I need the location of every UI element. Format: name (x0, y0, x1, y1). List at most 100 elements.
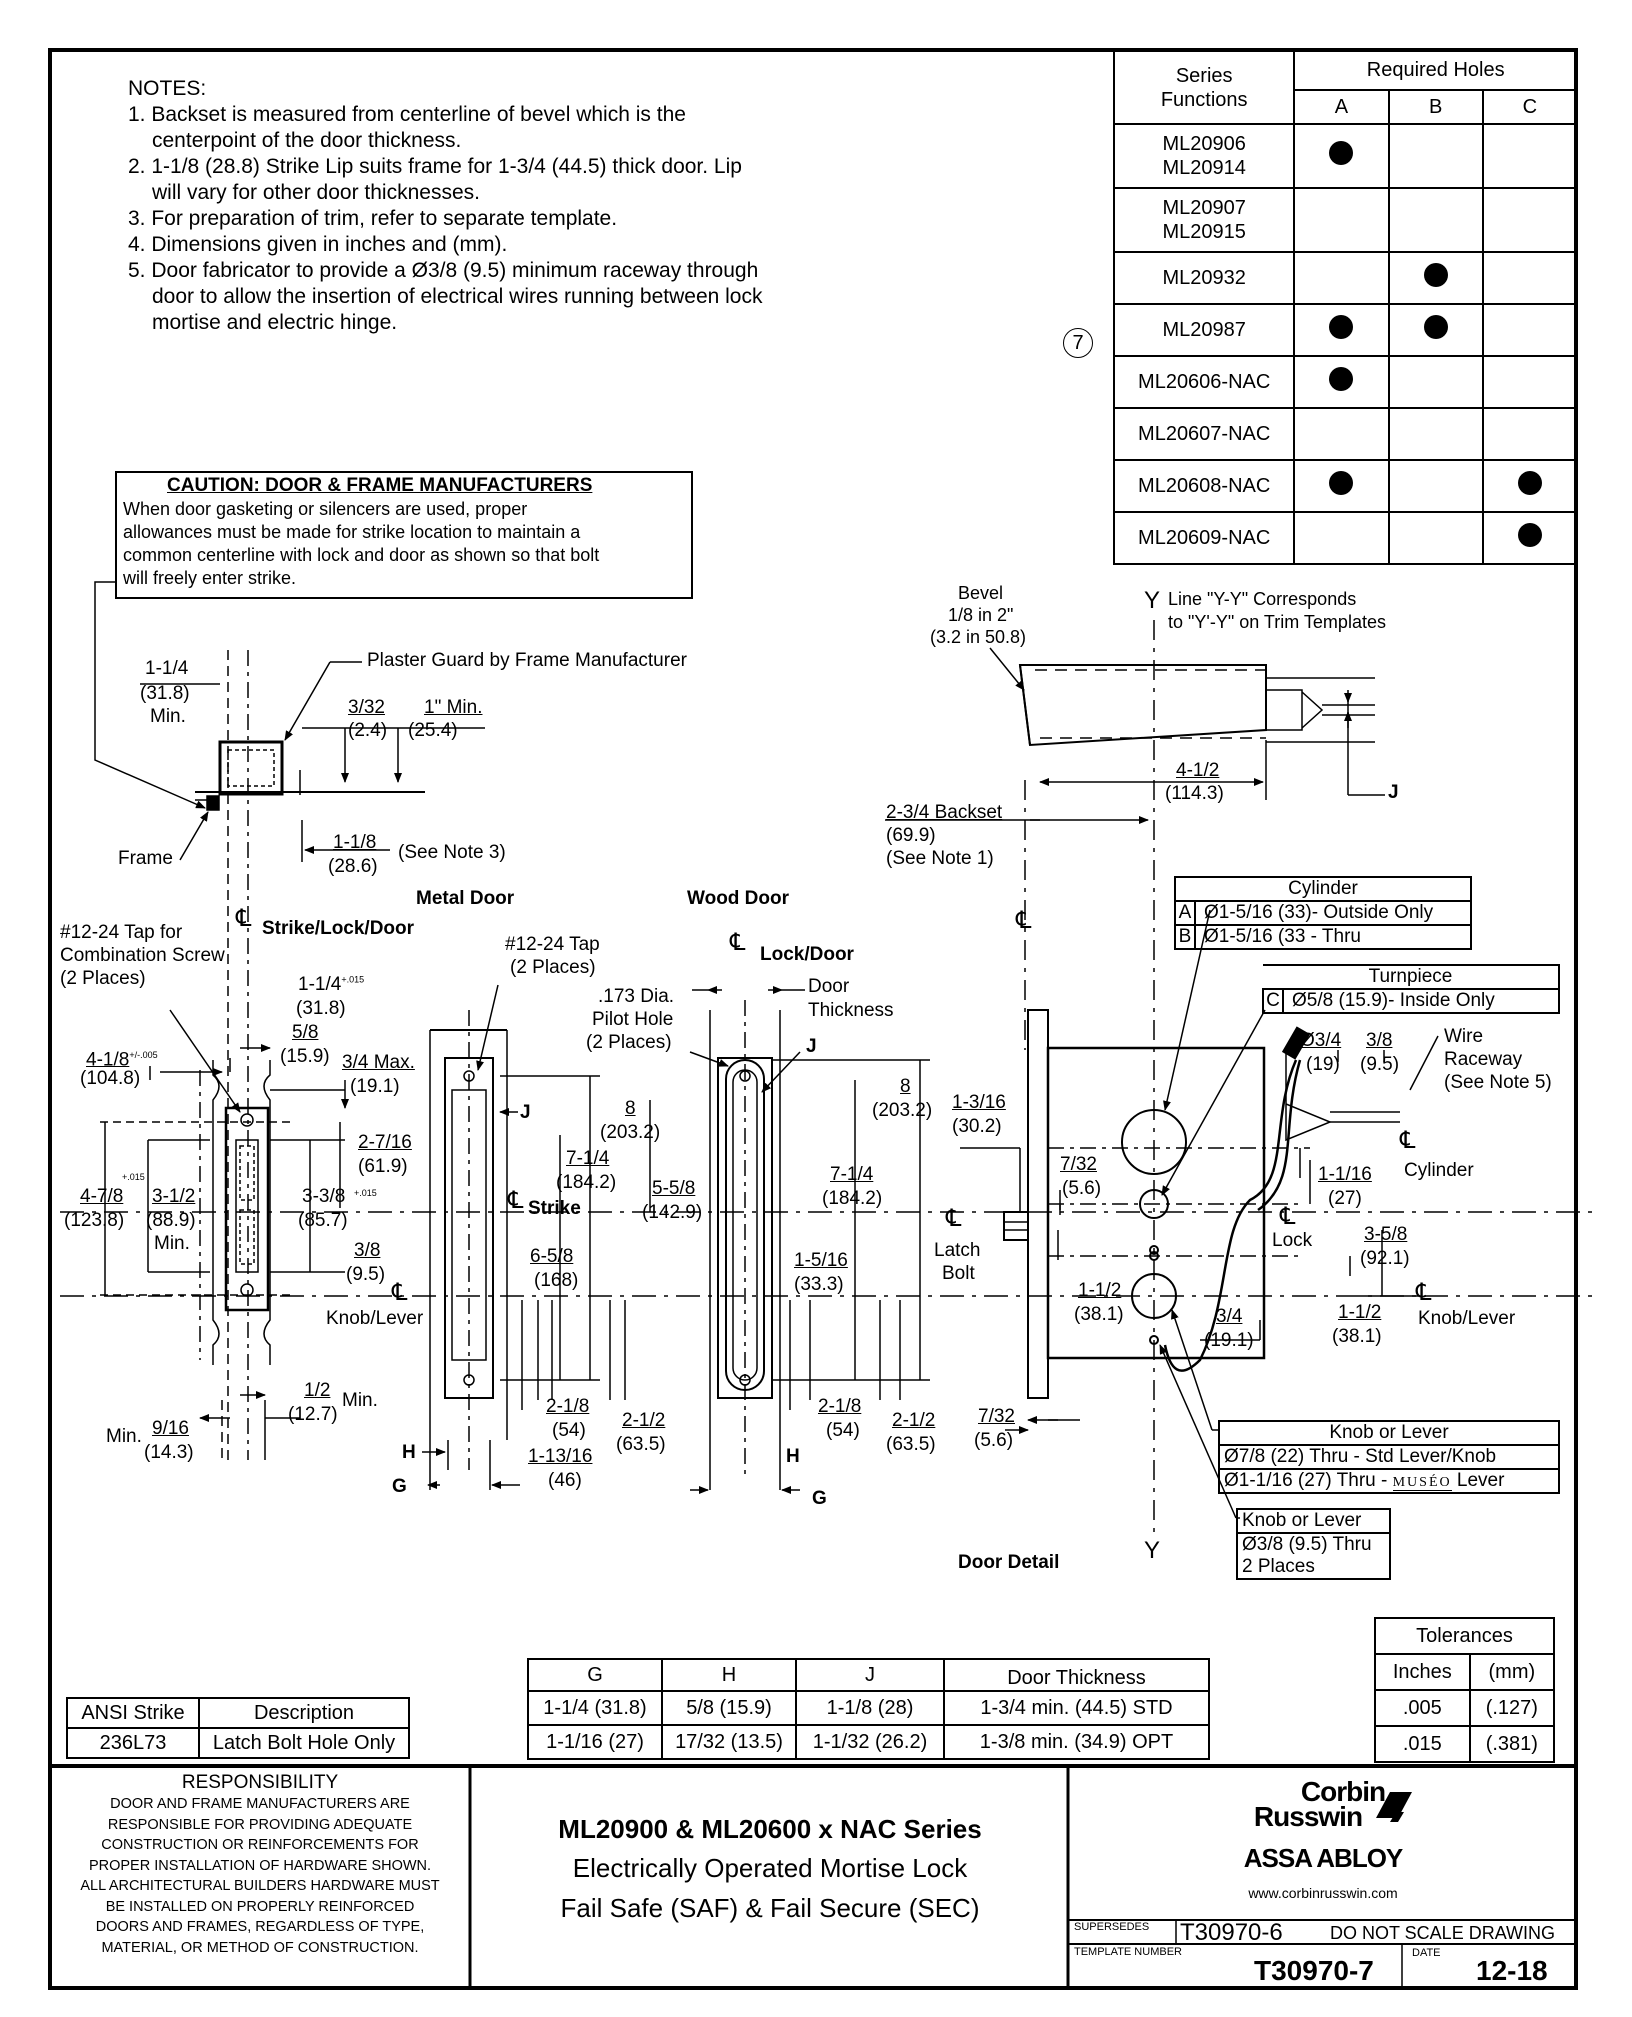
dim-2-1-2-wood: 2-1/2 (892, 1410, 936, 1431)
dim-4-1-8: 4-1/8+/-.005 (86, 1044, 158, 1071)
lock-label: Lock (1272, 1230, 1313, 1251)
note-line: 1. Backset is measured from centerline o… (128, 103, 686, 126)
function-name-line: ML20987 (1162, 319, 1246, 341)
dim-1-3-16-mm: (30.2) (952, 1116, 1002, 1137)
required-hole-dot (1517, 471, 1542, 495)
dim-3-32: 3/32 (348, 697, 385, 718)
col-b: B (1387, 89, 1484, 125)
dim-8-wood: 8 (900, 1076, 911, 1097)
dim-2-1-8-mm: (54) (552, 1420, 586, 1441)
template-number: T30970-7 (1254, 1955, 1374, 1986)
marker-7-label: 7 (1072, 332, 1084, 354)
dim-8: 8 (625, 1098, 636, 1119)
h-label: H (786, 1446, 800, 1467)
dim-3-1-2-min: Min. (154, 1233, 190, 1254)
wire-raceway-label: Wire (1444, 1026, 1484, 1047)
knob-lever-label: Knob/Lever (1418, 1308, 1516, 1329)
tolerances-table: Tolerances Inches(mm) .005(.127) .015(.3… (1374, 1617, 1556, 1763)
notes: NOTES: 1. Backset is measured from cente… (128, 76, 763, 336)
dim-value: 4-1/8 (86, 1049, 130, 1071)
note-line: 4. Dimensions given in inches and (mm). (128, 233, 508, 256)
dim-4-1-2: 4-1/2 (1176, 760, 1220, 781)
col-a: A (1293, 89, 1390, 125)
function-name-line: ML20608-NAC (1138, 475, 1271, 497)
function-row: ML20607-NAC (1112, 407, 1576, 461)
knob-lever-label: Knob/Lever (326, 1308, 424, 1329)
function-name: ML20609-NAC (1112, 511, 1296, 565)
leader-knob1 (1171, 1309, 1213, 1431)
hole-cell-c (1481, 355, 1576, 409)
responsibility-line: DOOR AND FRAME MANUFACTURERS ARE (110, 1796, 410, 1812)
dim-1-5-16: 1-5/16 (794, 1250, 848, 1271)
plaster-guard (218, 740, 284, 796)
product-line2: Electrically Operated Mortise Lock (572, 1853, 968, 1883)
dim-3-3-8: 3-3/8 (302, 1186, 346, 1207)
hole-cell-c (1481, 123, 1576, 189)
dim-31-8: (31.8) (140, 683, 190, 704)
ghj-cell: 1-1/8 (28) (795, 1690, 945, 1726)
leader-bevel (989, 647, 1025, 691)
website: www.corbinrusswin.com (1248, 1885, 1398, 1901)
function-row: ML20609-NAC (1112, 511, 1576, 565)
museo-logo: MUSÉO (1392, 1475, 1452, 1491)
dim-min: Min. (150, 706, 186, 727)
hole-cell-b (1387, 459, 1484, 513)
functions-header: Series Functions (1112, 52, 1296, 125)
dim-3-4-mm: (19.1) (1204, 1330, 1254, 1351)
latch-bolt (1003, 1211, 1029, 1241)
cylinder-label: Cylinder (1404, 1160, 1474, 1181)
strike-lock-door-label: Strike/Lock/Door (262, 918, 415, 939)
dim-2-7-16: 2-7/16 (358, 1132, 412, 1153)
strike-screw-hole (240, 1113, 254, 1127)
ghj-cell: 1-3/4 min. (44.5) STD (943, 1690, 1210, 1726)
dim-1-1-8: 1-1/8 (333, 832, 377, 853)
ghj-table: G H J Door Thickness 1-1/4 (31.8) 5/8 (1… (527, 1658, 1210, 1760)
door-thickness-label: Thickness (808, 1000, 894, 1021)
caution-leader (94, 581, 206, 809)
caution-line: will freely enter strike. (123, 568, 297, 588)
leader-frame (179, 811, 209, 861)
dim-3-4-max: 3/4 Max. (342, 1052, 415, 1073)
dim-1-1-16: 1-1/16 (1318, 1164, 1372, 1185)
caution-box: CAUTION: DOOR & FRAME MANUFACTURERS When… (115, 471, 693, 599)
dim-1-1-16-mm: (27) (1328, 1188, 1362, 1209)
dim-3-4-max-mm: (19.1) (350, 1076, 400, 1097)
tap-label: (2 Places) (510, 957, 596, 978)
hole-cell-a (1293, 355, 1390, 409)
required-hole-dot (1517, 523, 1542, 547)
wood-door-label: Wood Door (687, 888, 790, 909)
function-row: ML20932 (1112, 251, 1576, 305)
required-holes-header: Required Holes (1293, 52, 1576, 91)
dim-1-1-4: 1-1/4 (145, 658, 189, 679)
ansi-cell: 236L73 (66, 1727, 200, 1759)
dim-tol: +/-.005 (129, 1050, 158, 1060)
tol-cell: (.127) (1468, 1689, 1556, 1727)
knob1-line2c: Lever (1456, 1470, 1505, 1491)
dim-1-2: 1/2 (304, 1380, 331, 1401)
required-hole-dot (1329, 471, 1354, 495)
tol-cell: .015 (1374, 1725, 1471, 1763)
dim-4-7-8-mm: (123.8) (64, 1210, 125, 1231)
h-label: H (402, 1442, 416, 1463)
note-line: 3. For preparation of trim, refer to sep… (128, 207, 618, 230)
cylinder-key: B (1174, 924, 1196, 950)
ansi-cell: Latch Bolt Hole Only (198, 1727, 410, 1759)
dim-1-2-mm: (12.7) (288, 1404, 338, 1425)
knob1-line2: Ø1-1/16 (27) Thru - MUSÉO Lever (1218, 1468, 1560, 1494)
function-name-line: ML20932 (1162, 267, 1246, 289)
cl-cylinder-symbol: ℄ (1400, 1127, 1416, 1154)
dim-2-1-2-wood-mm: (63.5) (886, 1434, 936, 1455)
dim-7-1-4-wood: 7-1/4 (830, 1164, 874, 1185)
wire-harness (1163, 1059, 1298, 1372)
dim-3-8-wire-mm: (9.5) (1360, 1054, 1400, 1075)
ghj-cell: 5/8 (15.9) (661, 1690, 797, 1726)
dim-1in-min: 1" Min. (424, 697, 483, 718)
note-line: 5. Door fabricator to provide a Ø3/8 (9.… (128, 259, 759, 282)
dim-3-4-dia: Ø3/4 (1300, 1030, 1342, 1051)
series-label: Series (1175, 64, 1233, 87)
